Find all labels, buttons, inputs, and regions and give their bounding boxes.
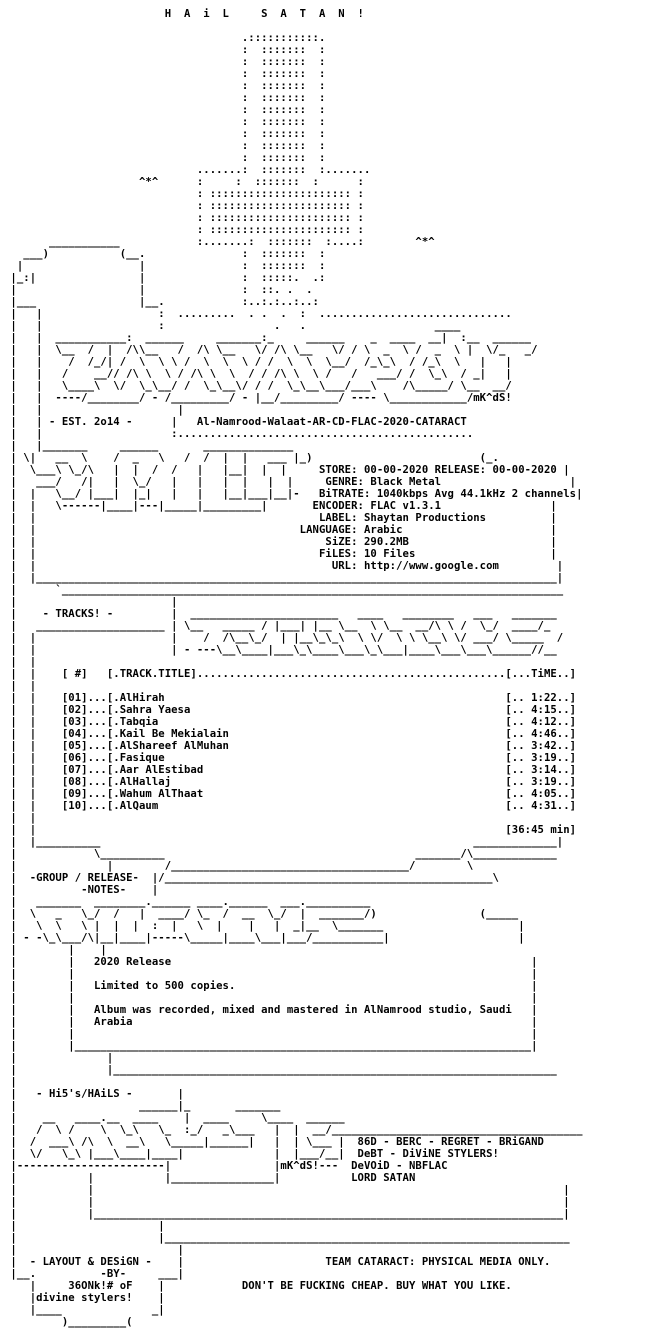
nfo-ascii-art: H A i L S A T A N ! .:::::::::::. : ::::… [10, 8, 583, 1328]
